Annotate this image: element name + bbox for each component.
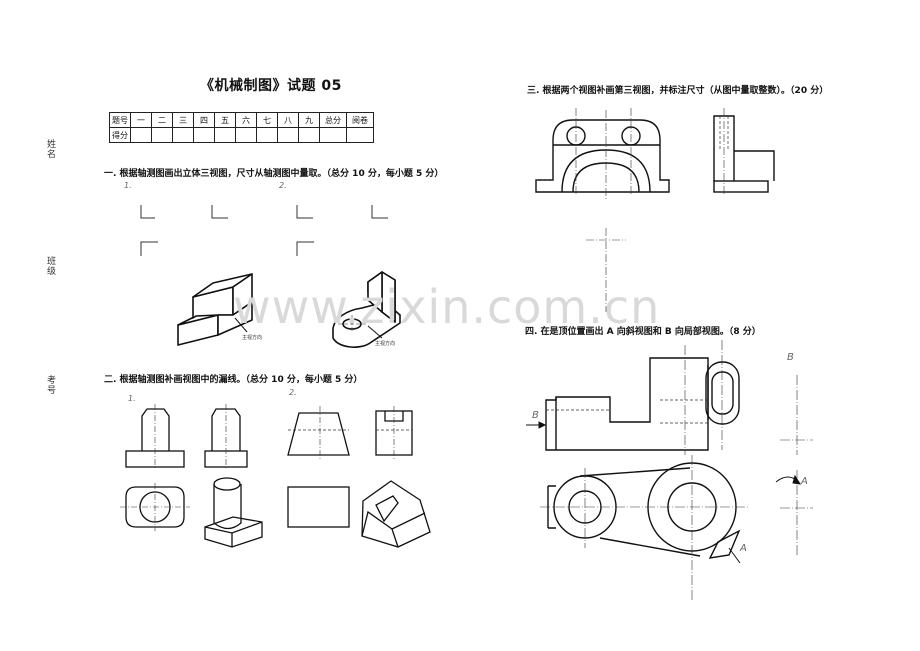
watermark: www.zixin.com.cn xyxy=(233,280,661,334)
q4-label-a-bottom: A xyxy=(740,543,747,554)
score-table-score-row: 得分 xyxy=(109,127,374,143)
score-input-cell[interactable] xyxy=(346,127,374,143)
q4-label-b-left: B xyxy=(532,410,539,421)
question-3-text: 三. 根据两个视图补画第三视图，并标注尺寸（从图中量取整数）。（20 分） xyxy=(527,86,829,96)
q2-number-2: 2. xyxy=(289,388,297,397)
question-2-text: 二. 根据轴测图补画视图中的漏线。（总分 10 分，每小题 5 分） xyxy=(104,375,363,385)
q1-direction-label-2: 主视方向 xyxy=(375,341,396,347)
q1-number-2: 2. xyxy=(279,181,287,190)
score-table: 题号 一 二 三 四 五 六 七 八 九 总分 阅卷 得分 xyxy=(109,112,374,143)
side-label-class: 班级 xyxy=(47,257,57,277)
question-1-text: 一. 根据轴测图画出立体三视图，尺寸从轴测图中量取。（总分 10 分，每小题 5… xyxy=(104,169,444,179)
side-label-name: 姓名 xyxy=(47,140,57,160)
page-title: 《机械制图》试题 05 xyxy=(200,78,342,94)
q2-number-1: 1. xyxy=(128,394,136,403)
q1-direction-label-1: 主视方向 xyxy=(242,335,263,341)
q1-number-1: 1. xyxy=(124,181,132,190)
score-row-label: 得分 xyxy=(109,127,131,143)
side-label-exam-no: 考号 xyxy=(47,376,57,396)
question-4-text: 四. 在是顶位置画出 A 向斜视图和 B 向局部视图。（8 分） xyxy=(525,327,761,337)
q4-label-a-right: A xyxy=(801,476,808,487)
q4-label-b-top: B xyxy=(787,352,794,363)
